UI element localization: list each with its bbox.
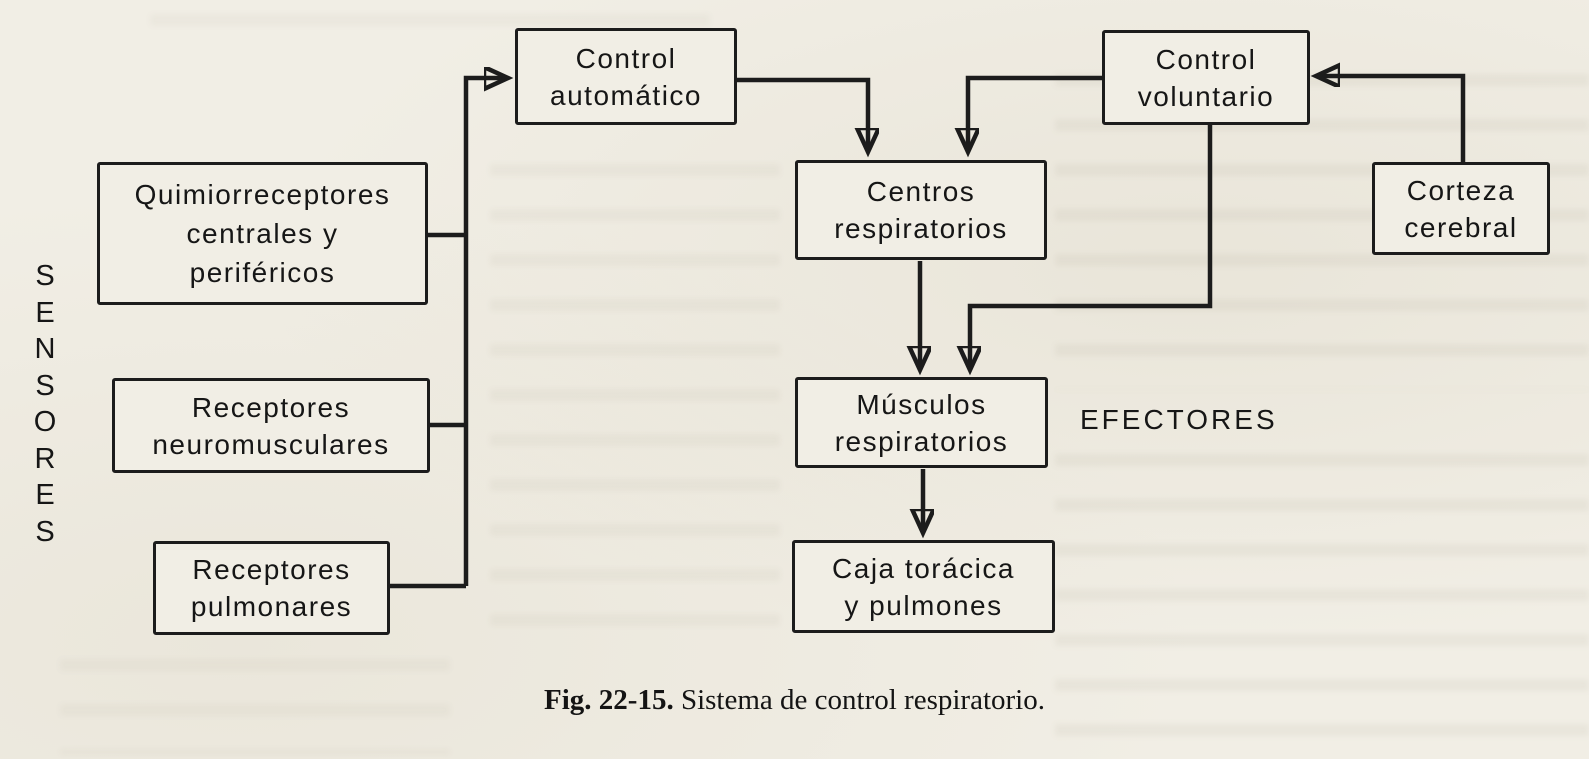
sensors-letter: S — [35, 369, 55, 402]
node-control-voluntario: Control voluntario — [1102, 30, 1310, 125]
effectors-label: EFECTORES — [1080, 404, 1278, 435]
edge-corteza-to-control-voluntario — [1318, 76, 1466, 162]
node-receptores-pulmonares: Receptores pulmonares — [153, 541, 390, 635]
node-corteza-cerebral: Corteza cerebral — [1372, 162, 1550, 255]
sensors-letter: N — [34, 333, 56, 365]
figure-caption: Fig. 22-15. Sistema de control respirato… — [0, 684, 1589, 717]
sensors-letter: S — [35, 260, 55, 292]
node-label-line: Control — [1155, 43, 1257, 75]
figure-caption-text: Sistema de control respiratorio. — [673, 684, 1045, 716]
node-label-line: pulmonares — [190, 591, 353, 622]
bleed-through-texture — [1055, 440, 1589, 740]
edge-bus-to-control-automatico — [463, 78, 506, 586]
sensors-letter: E — [35, 296, 55, 329]
node-label-line: Centros — [866, 176, 976, 207]
node-label-line: Control — [575, 42, 677, 74]
sensors-letter: S — [35, 515, 55, 548]
node-label-line: Receptores — [192, 554, 351, 585]
bleed-through-texture — [60, 645, 450, 755]
node-label-line: Receptores — [191, 391, 351, 423]
sensors-letter: E — [35, 479, 55, 511]
node-centros-respiratorios: Centros respiratorios — [795, 160, 1047, 260]
node-label-line: automático — [550, 79, 702, 111]
node-label-line: cerebral — [1404, 211, 1518, 243]
edge-control-automatico-to-centros — [737, 77, 868, 150]
node-label-line: Caja torácica — [832, 552, 1015, 584]
sensors-letter: R — [34, 442, 56, 475]
sensors-vertical-label: S E N S O R E S — [22, 258, 68, 550]
bleed-through-texture — [490, 150, 780, 650]
node-label-line: respiratorios — [834, 213, 1008, 244]
node-label-line: respiratorios — [834, 425, 1009, 457]
node-quimiorreceptores: Quimiorreceptores centrales y periférico… — [97, 162, 428, 305]
node-label-line: voluntario — [1137, 80, 1275, 112]
node-label-line: centrales y — [186, 218, 339, 249]
node-receptores-neuromusculares: Receptores neuromusculares — [112, 378, 430, 473]
node-label-line: neuromusculares — [152, 428, 390, 460]
figure-number: Fig. 22-15. — [544, 684, 674, 716]
node-caja-toracica: Caja torácica y pulmones — [792, 540, 1055, 633]
sensors-letter: O — [33, 406, 57, 438]
edge-control-voluntario-to-musculos — [970, 125, 1213, 368]
node-label-line: periféricos — [189, 257, 336, 288]
node-musculos-respiratorios: Músculos respiratorios — [795, 377, 1048, 468]
node-label-line: Corteza — [1406, 174, 1516, 206]
node-label-line: y pulmones — [844, 589, 1003, 621]
edge-control-voluntario-to-centros — [968, 75, 1102, 150]
node-label-line: Músculos — [856, 388, 987, 420]
node-control-automatico: Control automático — [515, 28, 737, 125]
node-label-line: Quimiorreceptores — [134, 179, 391, 210]
